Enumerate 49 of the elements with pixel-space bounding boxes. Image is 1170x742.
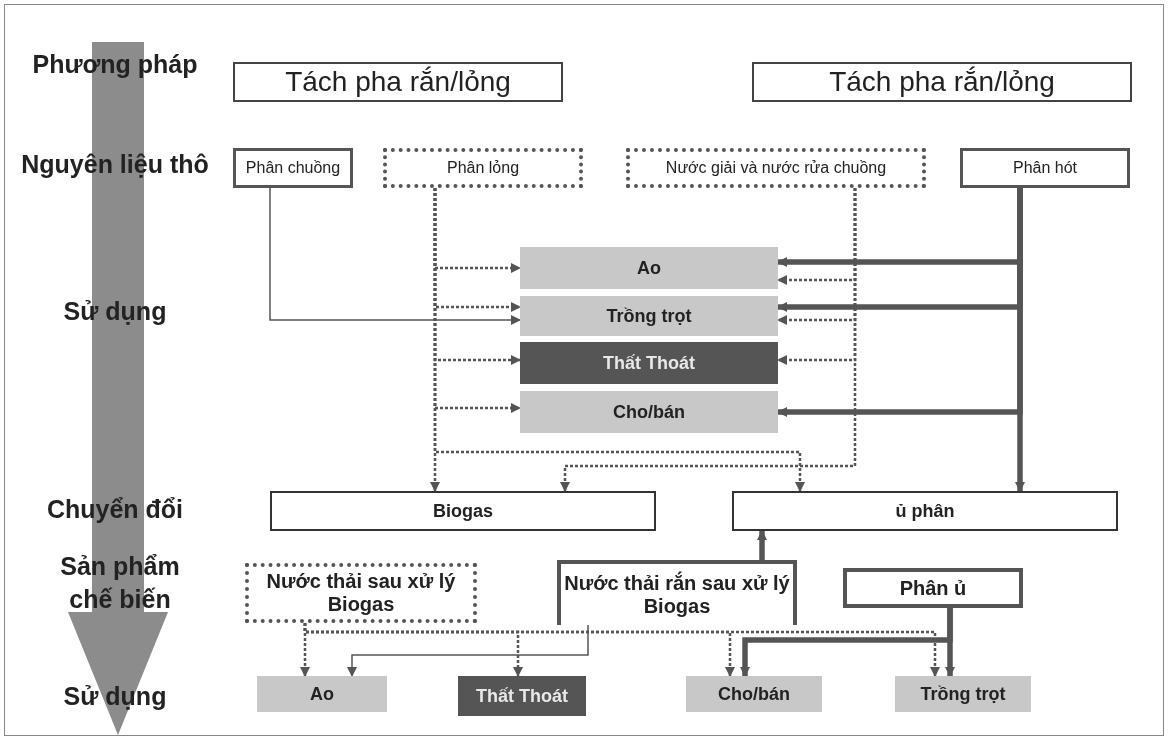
arrow — [433, 188, 805, 492]
node-label: Cho/bán — [718, 683, 790, 705]
process-box — [270, 491, 656, 531]
node-label: Ao — [310, 683, 334, 705]
stage-label: Phương pháp — [31, 49, 199, 80]
use-box — [895, 676, 1031, 712]
node-label: Nước thải rắn sau xử lý Biogas — [563, 571, 791, 618]
material-box — [626, 148, 926, 188]
use-box — [520, 247, 778, 289]
node-label: Tách pha rắn/lỏng — [829, 66, 1055, 98]
node-label: Nước giải và nước rửa chuồng — [665, 159, 887, 177]
stage-label: Sử dụng — [62, 681, 168, 712]
arrow — [560, 188, 857, 492]
product-box — [245, 563, 477, 623]
node-label: Thất Thoát — [603, 352, 695, 374]
node-label: Phân hót — [1012, 159, 1078, 177]
node-label: Tách pha rắn/lỏng — [285, 66, 511, 98]
arrow — [347, 624, 589, 677]
material-box — [233, 148, 353, 188]
process-box — [732, 491, 1118, 531]
product-box — [557, 560, 797, 625]
product-box — [843, 568, 1023, 608]
node-label: Thất Thoát — [476, 685, 568, 707]
node-label: Phân lỏng — [446, 159, 520, 177]
stage-label: Sản phẩm chế biến — [59, 551, 181, 615]
node-label: Biogas — [433, 500, 493, 522]
arrow — [1015, 188, 1025, 492]
use-box — [686, 676, 822, 712]
loss-box — [458, 676, 586, 716]
node-label: Phân ủ — [899, 576, 967, 600]
node-label: Cho/bán — [613, 401, 685, 423]
use-box — [520, 296, 778, 336]
material-box — [383, 148, 583, 188]
use-box — [520, 391, 778, 433]
method-box — [233, 62, 563, 102]
node-label: Trồng trọt — [920, 683, 1006, 705]
node-label: Trồng trọt — [606, 305, 692, 327]
arrow — [269, 187, 521, 325]
arrow — [757, 530, 767, 560]
material-box — [960, 148, 1130, 188]
arrow — [945, 608, 955, 677]
method-box — [752, 62, 1132, 102]
node-label: ủ phân — [895, 500, 955, 522]
loss-box — [520, 342, 778, 384]
node-label: Ao — [637, 257, 661, 279]
node-label: Nước thải sau xử lý Biogas — [265, 570, 457, 616]
node-label: Phân chuồng — [245, 159, 341, 177]
use-box — [257, 676, 387, 712]
arrow — [303, 623, 940, 677]
